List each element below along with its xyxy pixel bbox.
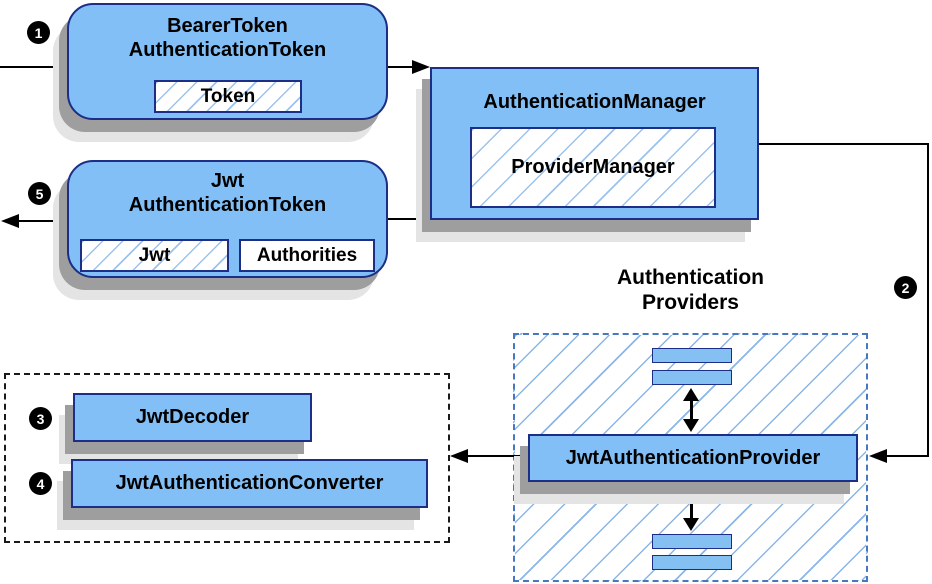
jwt-decoder-label: JwtDecoder [135, 406, 250, 428]
jwt-authentication-provider-node: JwtAuthenticationProvider [528, 434, 858, 482]
authentication-manager-node: AuthenticationManager ProviderManager [430, 67, 759, 220]
jwt-authentication-converter-node: JwtAuthenticationConverter [71, 459, 428, 508]
flow1-to-manager-line [388, 66, 414, 68]
flow3-line [466, 455, 528, 457]
flow2-arrowhead-icon [869, 449, 887, 463]
providers-bidi-arrow-top-up-icon [683, 388, 699, 401]
flow2-right-line [927, 143, 929, 457]
providers-bidi-arrow-top-down-icon [683, 419, 699, 432]
jwt-authentication-provider-label: JwtAuthenticationProvider [565, 446, 821, 469]
flow3-arrowhead-icon [450, 449, 468, 463]
jwt-support-group-box [4, 373, 450, 543]
authorities-field-label: Authorities [256, 244, 358, 266]
step-4-badge: 4 [29, 472, 52, 495]
jwt-field: Jwt [80, 239, 229, 272]
bearer-token-title: BearerToken AuthenticationToken [128, 15, 327, 61]
other-provider-rect [652, 370, 732, 385]
providers-bidi-arrow-top-line [690, 399, 693, 421]
jwt-authentication-token-title: Jwt AuthenticationToken [128, 170, 327, 216]
provider-manager-field: ProviderManager [470, 127, 716, 208]
providers-bidi-arrow-bottom-line [690, 500, 693, 520]
flow1-arrowhead-icon [412, 60, 430, 74]
flow2-top-line [759, 143, 929, 145]
bearer-token-authentication-token-node: BearerToken AuthenticationToken Token [67, 3, 388, 120]
authentication-manager-title: AuthenticationManager [483, 91, 706, 113]
other-provider-rect [652, 555, 732, 570]
provider-manager-label: ProviderManager [511, 156, 675, 178]
step-3-badge: 3 [29, 407, 52, 430]
flow2-bottom-line [886, 455, 929, 457]
authentication-providers-caption: Authentication Providers [617, 266, 764, 314]
providers-bidi-arrow-bottom-down-icon [683, 518, 699, 531]
other-provider-rect [652, 348, 732, 363]
step-2-badge: 2 [894, 276, 917, 299]
other-provider-rect [652, 534, 732, 549]
token-field: Token [154, 80, 302, 113]
flow1-incoming-line [0, 66, 67, 68]
step-1-badge: 1 [27, 21, 50, 44]
authorities-field: Authorities [239, 239, 375, 272]
flow5-connector-line [386, 218, 432, 220]
flow5-arrowhead-icon [1, 214, 19, 228]
jwt-decoder-node: JwtDecoder [73, 393, 312, 442]
jwt-authentication-token-node: Jwt AuthenticationToken Jwt Authorities [67, 160, 388, 278]
jwt-field-label: Jwt [138, 244, 171, 266]
providers-bidi-arrow-bottom-up-icon [683, 489, 699, 502]
token-field-label: Token [200, 85, 256, 107]
step-5-badge: 5 [28, 182, 51, 205]
flow5-outgoing-line [16, 220, 67, 222]
jwt-authentication-converter-label: JwtAuthenticationConverter [115, 472, 384, 494]
